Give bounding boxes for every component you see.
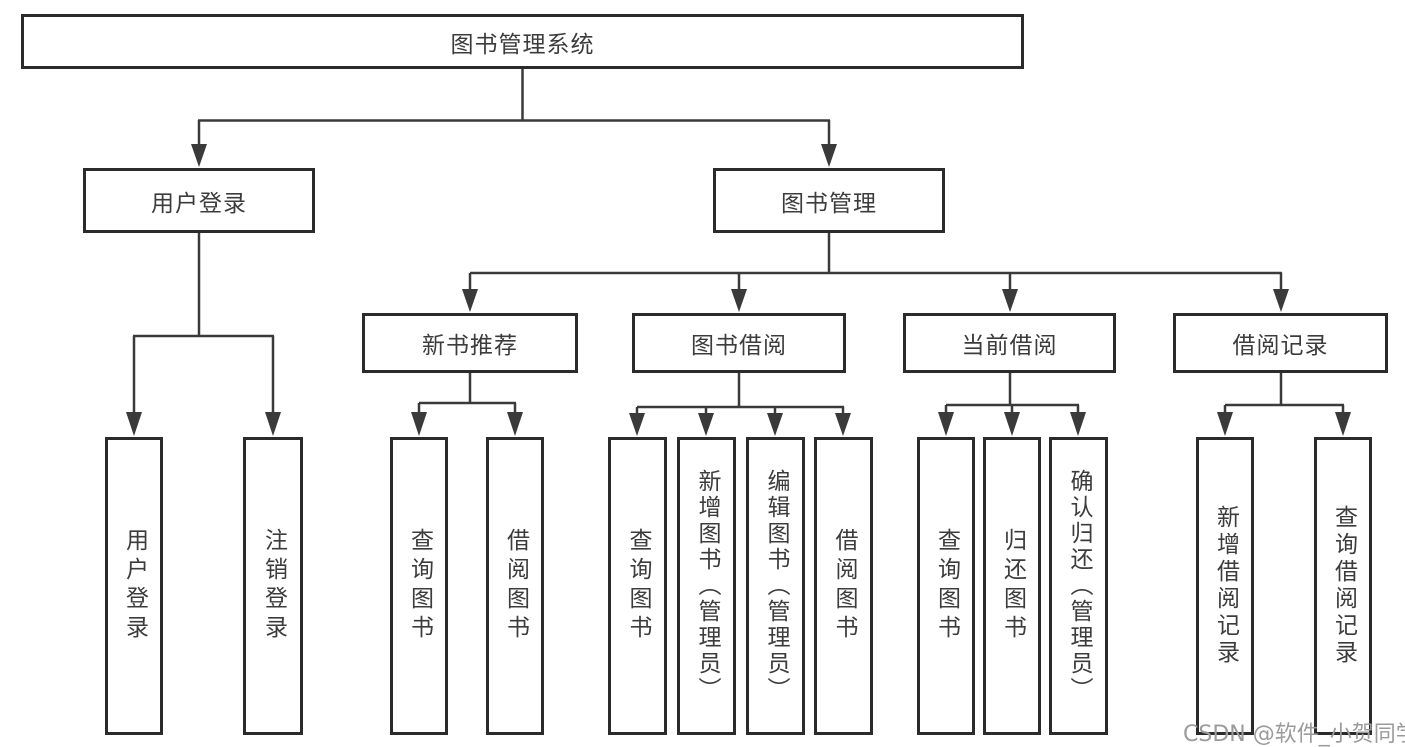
leaf-add-borrow-record: 新增借阅记录	[1196, 437, 1254, 735]
leaf-logout: 注销登录	[243, 437, 303, 735]
arrowhead-g4-3	[1070, 412, 1086, 436]
node-book-borrow: 图书借阅	[632, 313, 846, 373]
node-root-system: 图书管理系统	[21, 14, 1024, 69]
arrowhead-borrowrecord	[1273, 289, 1289, 312]
node-new-book-recommend: 新书推荐	[362, 313, 578, 373]
leaf-return-books: 归还图书	[983, 437, 1041, 735]
arrowhead-g2-1	[411, 412, 427, 436]
node-current-borrow: 当前借阅	[903, 313, 1116, 373]
arrowhead-login-leaf	[126, 412, 142, 436]
leaf-query-books-recommend: 查询图书	[390, 437, 448, 735]
leaf-add-books-admin: 新增图书（管理员）	[677, 437, 736, 735]
leaf-query-books-borrow: 查询图书	[608, 437, 667, 735]
leaf-borrow-books-recommend: 借阅图书	[486, 437, 544, 735]
arrowhead-g3-1	[629, 413, 645, 436]
arrowhead-g4-2	[1004, 412, 1020, 436]
leaf-query-books-current: 查询图书	[917, 437, 975, 735]
leaf-query-borrow-record: 查询借阅记录	[1314, 437, 1372, 735]
arrowhead-book-management	[821, 144, 837, 167]
arrowhead-g5-1	[1217, 412, 1233, 436]
node-book-management: 图书管理	[713, 168, 945, 233]
arrowhead-g5-2	[1335, 412, 1351, 436]
arrowhead-currentborrow	[1002, 289, 1018, 312]
leaf-borrow-books: 借阅图书	[814, 437, 873, 735]
node-borrow-record: 借阅记录	[1173, 313, 1388, 373]
arrowhead-g3-4	[835, 413, 851, 436]
arrowhead-bookborrow	[731, 289, 747, 312]
leaf-edit-books-admin: 编辑图书（管理员）	[746, 437, 805, 735]
arrowhead-newbook	[462, 289, 478, 312]
leaf-confirm-return-admin: 确认归还（管理员）	[1049, 437, 1108, 735]
arrowhead-g4-1	[938, 412, 954, 436]
node-user-login: 用户登录	[83, 168, 315, 233]
arrowhead-g3-3	[767, 413, 783, 436]
csdn-watermark: CSDN @软件_小贺同学	[1183, 722, 1405, 747]
arrowhead-logout-leaf	[265, 412, 281, 436]
arrowhead-g2-2	[507, 412, 523, 436]
arrowhead-g3-2	[698, 413, 714, 436]
leaf-user-login: 用户登录	[105, 437, 163, 735]
arrowhead-user-login	[191, 144, 207, 167]
